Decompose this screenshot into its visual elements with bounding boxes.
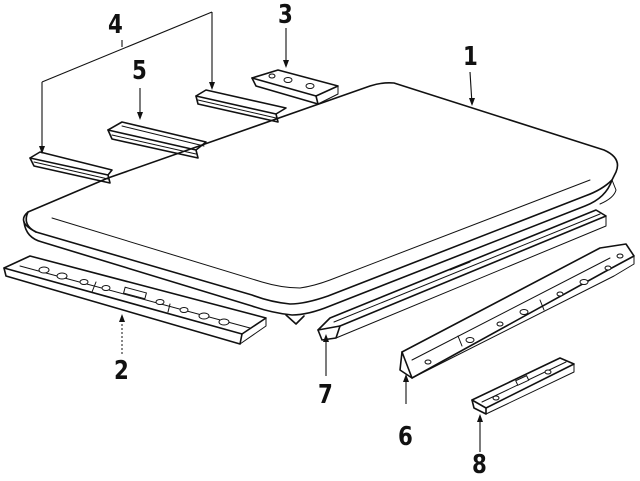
reinforcement-bracket bbox=[471, 357, 575, 415]
callout-4: 4 bbox=[108, 10, 123, 40]
front-roof-bow bbox=[195, 89, 287, 123]
side-roof-rail bbox=[317, 209, 607, 341]
center-roof-bow bbox=[107, 121, 207, 159]
roof-panel bbox=[22, 82, 619, 325]
callout-8: 8 bbox=[472, 450, 487, 480]
leader-lines bbox=[41, 11, 481, 452]
callout-1: 1 bbox=[463, 42, 478, 72]
callout-7: 7 bbox=[318, 380, 333, 410]
callout-5: 5 bbox=[132, 56, 147, 86]
callout-3: 3 bbox=[278, 0, 293, 30]
front-header-panel bbox=[3, 255, 267, 345]
arrowheads bbox=[39, 60, 483, 422]
inner-side-rail bbox=[399, 243, 635, 379]
callout-6: 6 bbox=[398, 422, 413, 452]
rear-roof-bow bbox=[29, 151, 113, 184]
callout-2: 2 bbox=[114, 356, 129, 386]
roof-bracket bbox=[251, 69, 339, 105]
